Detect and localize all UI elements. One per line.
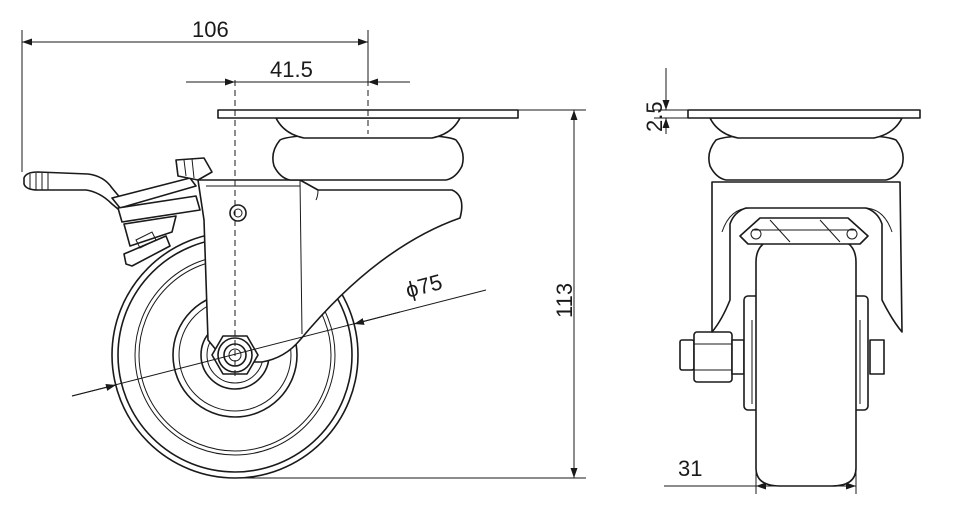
front-axle-bolt (679, 331, 885, 383)
side-view (23, 80, 519, 479)
front-fork (711, 181, 903, 333)
dim-offset: 41.5 (270, 57, 313, 82)
dim-overall-width: 106 (192, 17, 229, 42)
dim-plate-thickness: 2.5 (642, 101, 667, 132)
front-dimensions: 2.5 31 (642, 68, 857, 494)
front-swivel (687, 109, 921, 181)
side-pivot-bolt (229, 204, 247, 222)
brake-lever (23, 157, 213, 267)
front-view (679, 109, 921, 487)
side-fork (197, 179, 463, 363)
dim-wheel-width: 31 (678, 456, 702, 481)
front-wheel (743, 237, 869, 487)
dim-wheel-diameter: ϕ75 (403, 269, 445, 303)
dim-overall-height: 113 (552, 283, 577, 318)
front-brake (739, 217, 869, 245)
